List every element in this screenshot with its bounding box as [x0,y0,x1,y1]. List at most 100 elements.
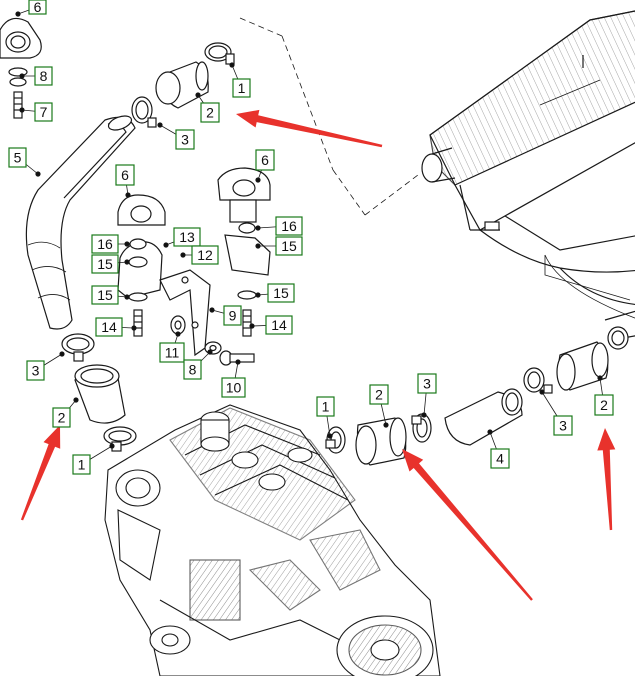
callout-c-14-left: 14 [95,317,123,337]
callout-box [175,129,195,150]
callout-number: 6 [34,0,42,15]
leader-dot [125,192,131,198]
engine-block [104,404,441,676]
callout-box [183,359,202,380]
callout-c-6-left: 6 [115,164,135,186]
leader-dot [421,412,427,418]
callout-number: 2 [600,397,608,413]
red-arrow [402,449,533,601]
callout-box [223,305,242,326]
callout-number: 6 [261,152,269,168]
callout-c-2-mid: 2 [369,384,389,405]
leader-dot [255,243,261,249]
leader-dot [383,422,389,428]
callout-box [115,164,135,186]
callout-box [91,254,119,274]
bracket-left [117,194,166,337]
callout-number: 15 [281,238,297,254]
callout-c-3-mid: 3 [417,373,437,394]
leader-dot [163,242,169,248]
callout-number: 8 [189,362,197,378]
leader-dot [109,443,115,449]
leader-dot [597,375,603,381]
callout-number: 14 [101,319,117,335]
callout-box [275,216,303,236]
callout-c-1-top: 1 [232,78,251,98]
leader-dot [35,171,41,177]
intercooler [421,10,635,341]
callout-box [91,234,119,254]
callout-box [265,315,293,335]
callout-box [8,147,27,168]
callout-box [275,236,303,256]
callout-c-9: 9 [223,305,242,326]
callout-box [28,0,47,15]
callout-number: 15 [97,256,113,272]
leader-dot [229,62,235,68]
callout-c-14-right: 14 [265,315,293,335]
callout-c-6-right: 6 [255,149,275,171]
callout-c-1-mid: 1 [316,396,335,417]
callout-c-1-left: 1 [72,454,91,475]
top-left-bracket [0,17,42,119]
callout-c-15-right2: 15 [267,283,295,303]
left-hose-assembly [61,333,137,452]
callout-c-8-top: 8 [34,66,53,86]
callout-number: 5 [14,150,22,166]
callout-c-6-top: 6 [28,0,47,15]
callout-number: 3 [32,363,40,379]
callout-c-7: 7 [34,102,53,122]
callout-c-15-right: 15 [275,236,303,256]
callout-box [52,407,71,428]
long-hose-5 [25,115,136,330]
callout-c-13: 13 [173,227,201,247]
right-hose-assembly [523,326,629,394]
callout-c-16-left: 16 [91,234,119,254]
callout-box [173,227,201,247]
callout-box [267,283,295,303]
leader-dot [131,325,137,331]
leader-dot [209,307,215,313]
callout-c-3-top: 3 [175,129,195,150]
leader-dot [73,397,79,403]
callout-c-12: 12 [191,245,219,265]
callout-box [553,415,573,436]
callout-number: 2 [375,387,383,403]
callout-box [34,66,53,86]
callout-number: 6 [121,167,129,183]
callout-box [594,394,614,416]
callout-number: 1 [322,399,330,415]
leader-dot [59,351,65,357]
callout-number: 16 [97,236,113,252]
callout-box [95,317,123,337]
callout-box [221,377,246,398]
assembly-guide-lines [239,17,419,216]
leader-dot [157,122,163,128]
callout-box [417,373,437,394]
callout-c-2-right: 2 [594,394,614,416]
callout-box [159,342,185,363]
callout-c-10: 10 [221,377,246,398]
callout-box [72,454,91,475]
callout-box [369,384,389,405]
leader-dot [15,11,21,17]
leader-dot [180,252,186,258]
callout-box [316,396,335,417]
leader-dot [255,225,261,231]
leader-dot [235,359,241,365]
callout-box [200,102,220,123]
leader-dot [124,294,130,300]
mid-hose-assembly [325,388,523,466]
leader-dot [255,292,261,298]
leader-dot [175,331,181,337]
red-arrows [20,109,616,601]
callout-number: 10 [226,380,242,396]
callout-number: 3 [423,376,431,392]
callout-c-16-right: 16 [275,216,303,236]
leader-dot [207,349,213,355]
callout-number: 3 [181,132,189,148]
callout-number: 9 [229,308,237,324]
callout-number: 15 [273,285,289,301]
